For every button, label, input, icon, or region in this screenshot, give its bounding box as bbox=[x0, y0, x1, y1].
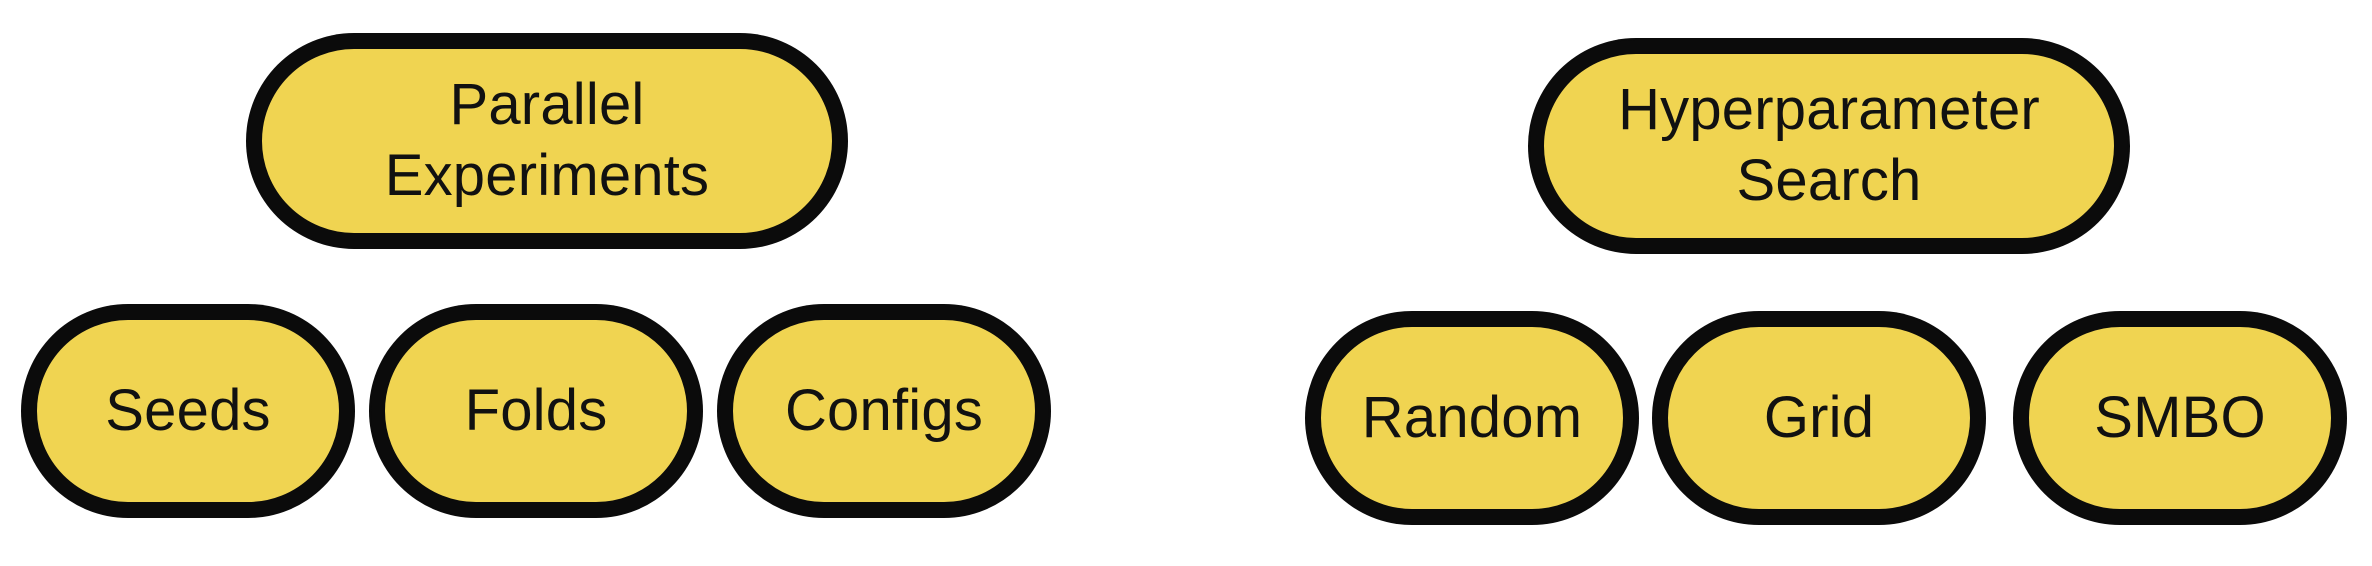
node-smbo: SMBO bbox=[2015, 313, 2345, 523]
node-seeds: Seeds bbox=[23, 306, 353, 516]
node-label: Seeds bbox=[105, 377, 271, 443]
node-random: Random bbox=[1307, 313, 1637, 523]
node-label: Configs bbox=[784, 377, 984, 443]
node-label: Folds bbox=[464, 377, 608, 443]
node-hyperparameter-search: Hyperparameter Search bbox=[1530, 40, 2128, 252]
node-label: SMBO bbox=[2094, 384, 2266, 450]
node-label: Hyperparameter Search bbox=[1618, 77, 2040, 213]
node-parallel-experiments: Parallel Experiments bbox=[248, 35, 846, 247]
node-label: Grid bbox=[1763, 384, 1875, 450]
node-configs: Configs bbox=[719, 306, 1049, 516]
node-grid: Grid bbox=[1654, 313, 1984, 523]
node-folds: Folds bbox=[371, 306, 701, 516]
node-label: Random bbox=[1361, 384, 1583, 450]
node-label: Parallel Experiments bbox=[384, 72, 710, 208]
